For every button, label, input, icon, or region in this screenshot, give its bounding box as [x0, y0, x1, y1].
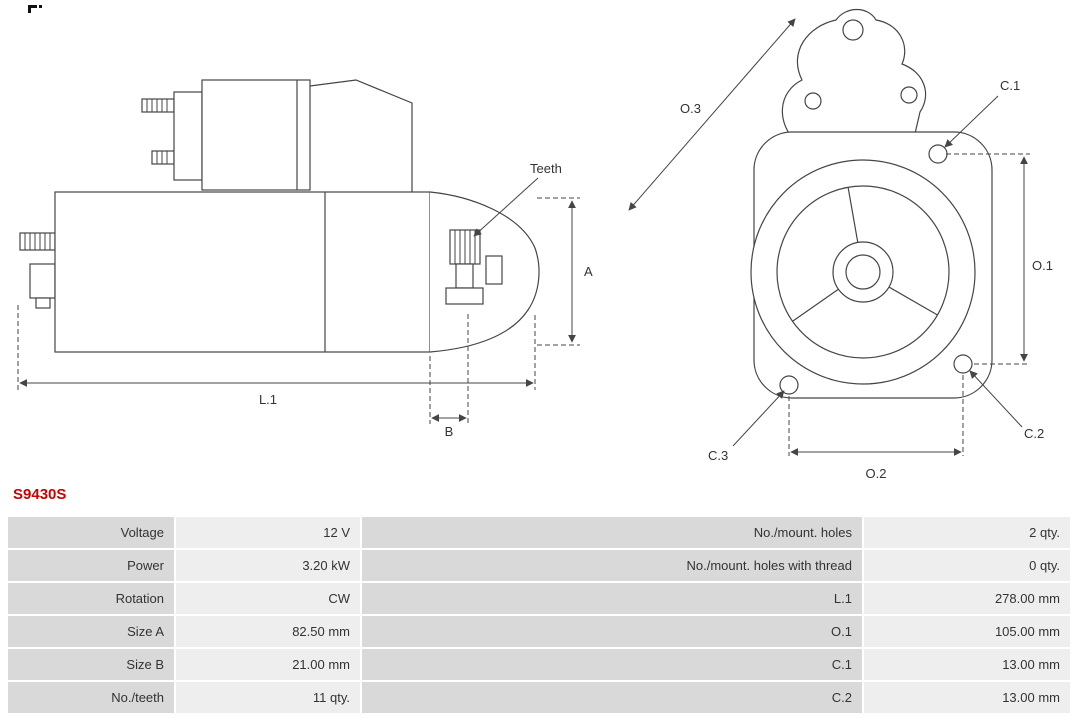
spec-value: 21.00 mm: [176, 649, 360, 680]
spec-label: No./mount. holes: [362, 517, 862, 548]
spec-label: L.1: [362, 583, 862, 614]
spec-label: No./mount. holes with thread: [362, 550, 862, 581]
spec-label: C.2: [362, 682, 862, 713]
label-a: A: [584, 264, 593, 279]
spec-value: 13.00 mm: [864, 682, 1070, 713]
starter-side-view: [19, 79, 540, 353]
spec-label: No./teeth: [8, 682, 174, 713]
label-c1: C.1: [1000, 78, 1020, 93]
spec-value: 105.00 mm: [864, 616, 1070, 647]
spec-value: 2 qty.: [864, 517, 1070, 548]
spec-label: Size B: [8, 649, 174, 680]
label-o2: O.2: [866, 466, 887, 481]
spec-label: Power: [8, 550, 174, 581]
spec-label: Rotation: [8, 583, 174, 614]
label-o1: O.1: [1032, 258, 1053, 273]
spec-value: 0 qty.: [864, 550, 1070, 581]
label-c2: C.2: [1024, 426, 1044, 441]
spec-label: Size A: [8, 616, 174, 647]
print-registration-mark: [28, 5, 42, 14]
spec-value: 12 V: [176, 517, 360, 548]
label-teeth: Teeth: [530, 161, 562, 176]
label-b: B: [445, 424, 454, 439]
starter-front-view: [750, 8, 993, 399]
dimension-lines: [17, 18, 1030, 456]
label-l1: L.1: [259, 392, 277, 407]
spec-value: 82.50 mm: [176, 616, 360, 647]
spec-label: Voltage: [8, 517, 174, 548]
spec-label: O.1: [362, 616, 862, 647]
spec-label: C.1: [362, 649, 862, 680]
label-c3: C.3: [708, 448, 728, 463]
spec-value: 3.20 kW: [176, 550, 360, 581]
spec-value: 278.00 mm: [864, 583, 1070, 614]
spec-value: CW: [176, 583, 360, 614]
part-number: S9430S: [13, 486, 67, 503]
dimension-labels: Teeth A L.1 B O.3 C.1 O.1 C.3 C.2 O.2: [259, 78, 1053, 481]
spec-value: 11 qty.: [176, 682, 360, 713]
technical-drawing: Teeth A L.1 B O.3 C.1 O.1 C.3 C.2 O.2: [17, 8, 1053, 481]
label-o3: O.3: [680, 101, 701, 116]
spec-value: 13.00 mm: [864, 649, 1070, 680]
